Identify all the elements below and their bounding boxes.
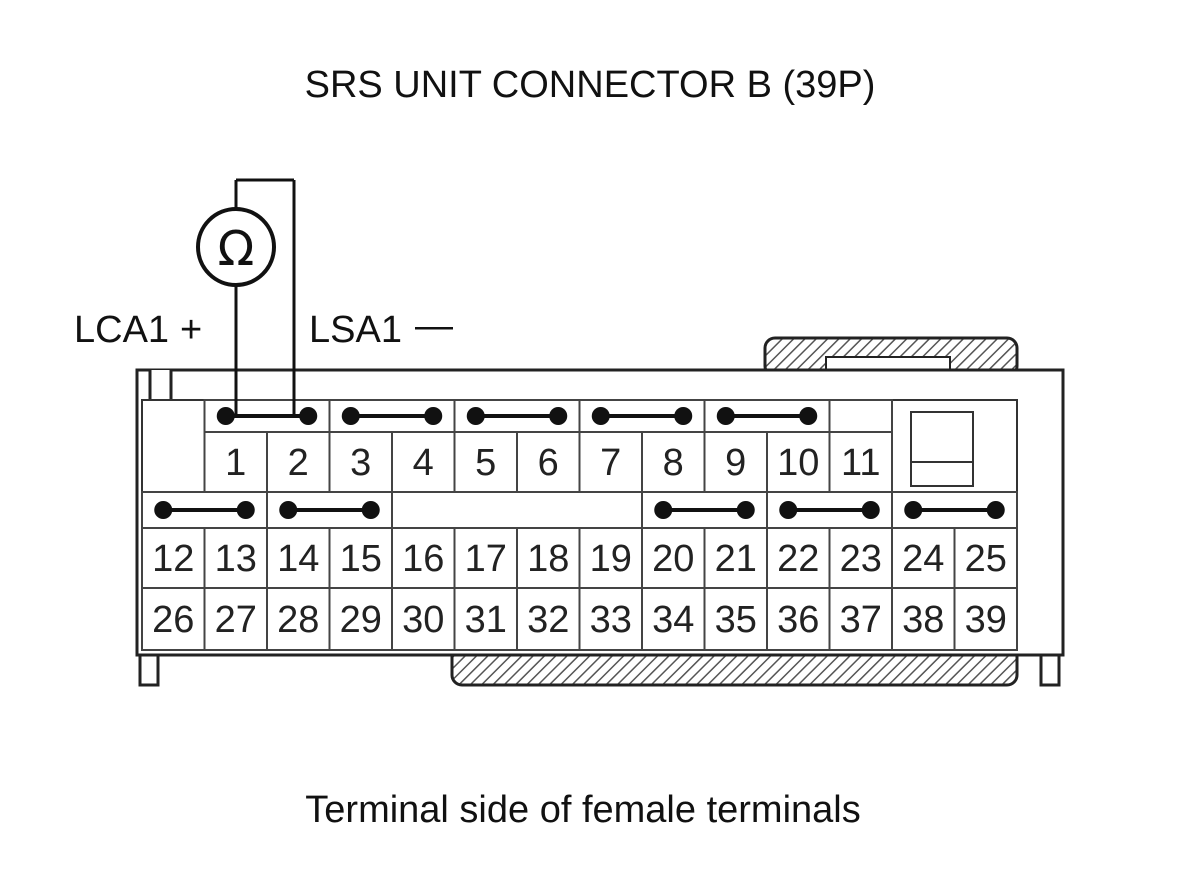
bar-strip-cell	[391, 491, 643, 529]
shorting-bar	[654, 501, 755, 519]
shorting-bar	[779, 501, 880, 519]
terminal-number: 4	[413, 442, 434, 484]
terminal-cell	[641, 527, 706, 589]
terminal-number: 34	[652, 599, 694, 641]
terminal-cell	[266, 527, 331, 589]
shorting-bar	[341, 407, 443, 425]
terminal-number: 17	[465, 538, 507, 580]
empty-cavity	[910, 411, 974, 487]
probe-sign-negative: —	[415, 305, 453, 347]
shorting-bar	[904, 501, 1005, 519]
terminal-number: 8	[663, 442, 684, 484]
terminal-number: 19	[590, 538, 632, 580]
terminal-number: 18	[527, 538, 569, 580]
terminal-number: 36	[777, 599, 819, 641]
terminal-number: 3	[350, 442, 371, 484]
terminal-number: 20	[652, 538, 694, 580]
terminal-cell	[828, 587, 893, 651]
terminal-cell	[141, 527, 206, 589]
shorting-bar	[716, 407, 818, 425]
probe-sign-positive: +	[180, 309, 202, 351]
terminal-cell	[328, 587, 393, 651]
shorting-bar	[466, 407, 568, 425]
terminal-cell	[453, 431, 518, 493]
shorting-bar	[591, 407, 693, 425]
terminal-cell	[203, 587, 268, 651]
terminal-number: 13	[215, 538, 257, 580]
terminal-number: 27	[215, 599, 257, 641]
terminal-number: 15	[340, 538, 382, 580]
terminal-cell	[453, 587, 518, 651]
connector-foot-left	[138, 653, 160, 687]
terminal-number: 26	[152, 599, 194, 641]
ohmmeter-icon	[196, 207, 276, 287]
terminal-cell	[328, 527, 393, 589]
terminal-number: 31	[465, 599, 507, 641]
terminal-number: 6	[538, 442, 559, 484]
bar-strip-cell	[828, 399, 893, 433]
terminal-number: 11	[841, 442, 880, 484]
terminal-number: 30	[402, 599, 444, 641]
terminal-number: 33	[590, 599, 632, 641]
terminal-number: 5	[475, 442, 496, 484]
ohmmeter: Ω	[196, 178, 296, 416]
terminal-number: 21	[715, 538, 757, 580]
terminal-number: 16	[402, 538, 444, 580]
terminal-number: 10	[777, 442, 819, 484]
terminal-cell	[953, 587, 1018, 651]
terminal-number: 28	[277, 599, 319, 641]
terminal-number: 32	[527, 599, 569, 641]
terminal-cell	[578, 587, 643, 651]
terminal-number: 23	[840, 538, 882, 580]
shorting-bar	[154, 501, 255, 519]
terminal-number: 14	[277, 538, 319, 580]
terminal-number: 37	[840, 599, 882, 641]
connector-foot-right	[1039, 653, 1061, 687]
terminal-number: 9	[725, 442, 746, 484]
terminal-cell	[391, 431, 456, 493]
terminal-number: 7	[600, 442, 621, 484]
terminal-cell	[703, 431, 768, 493]
diagram-caption: Terminal side of female terminals	[305, 789, 860, 831]
terminal-cell	[703, 587, 768, 651]
terminal-number: 1	[225, 442, 246, 484]
terminal-number: 2	[288, 442, 309, 484]
terminal-cell	[641, 431, 706, 493]
terminal-number: 22	[777, 538, 819, 580]
diagram-title: SRS UNIT CONNECTOR B (39P)	[305, 64, 876, 106]
shorting-bar	[279, 501, 380, 519]
terminal-number: 38	[902, 599, 944, 641]
terminal-number: 39	[965, 599, 1007, 641]
probe-label-positive: LCA1	[74, 309, 169, 351]
shorting-bars	[154, 407, 1005, 519]
terminal-number: 25	[965, 538, 1007, 580]
terminal-number: 35	[715, 599, 757, 641]
ohm-symbol: Ω	[218, 221, 255, 277]
terminal-number: 24	[902, 538, 944, 580]
terminal-cell	[203, 527, 268, 589]
probe-label-negative: LSA1	[309, 309, 402, 351]
terminal-number: 29	[340, 599, 382, 641]
terminal-cell	[766, 527, 831, 589]
terminal-number: 12	[152, 538, 194, 580]
terminal-cell	[828, 431, 893, 493]
terminal-cell	[141, 587, 206, 651]
